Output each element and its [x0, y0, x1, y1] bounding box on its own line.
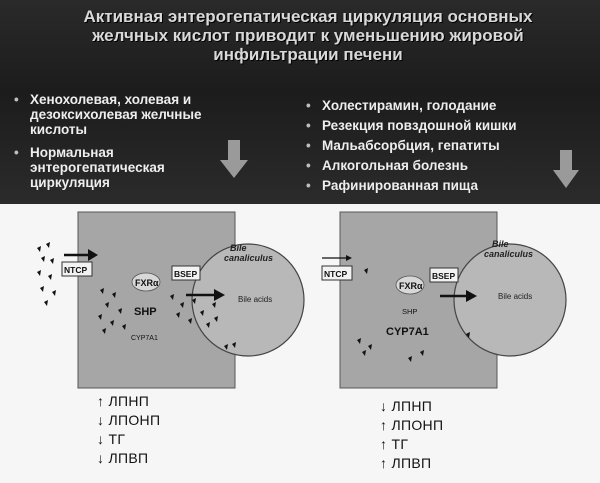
trend-arrow-icon: ↑ — [380, 417, 388, 433]
trend-arrow-icon: ↑ — [380, 436, 388, 452]
right-condition-text: Рафинированная пища — [322, 178, 478, 193]
left-condition-item: • Нормальная энтерогепатическая циркуляци… — [10, 145, 235, 190]
trend-arrow-icon: ↑ — [380, 455, 388, 471]
bullet-icon: • — [306, 158, 311, 173]
lipid-label: ЛПВП — [108, 450, 149, 466]
right-condition-item: • Рафинированная пища — [302, 178, 592, 193]
lipid-outcome-item: ↑ ТГ — [380, 435, 443, 454]
lipid-label: ТГ — [108, 431, 126, 447]
down-arrow-icon — [553, 150, 579, 188]
trend-arrow-icon: ↓ — [97, 450, 105, 466]
trend-arrow-icon: ↓ — [97, 431, 105, 447]
lipid-outcome-item: ↓ ТГ — [97, 430, 160, 449]
lipid-outcome-item: ↑ ЛПВП — [380, 454, 443, 473]
trend-arrow-icon: ↓ — [97, 412, 105, 428]
lipid-label: ЛПОНП — [108, 412, 161, 428]
trend-arrow-icon: ↑ — [97, 393, 105, 409]
left-condition-list: • Хенохолевая, холевая и дезоксихолевая ж… — [10, 92, 235, 198]
lipid-outcome-item: ↓ ЛПВП — [97, 449, 160, 468]
lipid-outcome-item: ↓ ЛПНП — [380, 397, 443, 416]
right-condition-text: Мальабсорбция, гепатиты — [322, 138, 500, 153]
right-condition-item: • Резекция повздошной кишки — [302, 118, 592, 133]
right-condition-item: • Алкогольная болезнь — [302, 158, 592, 173]
right-condition-text: Алкогольная болезнь — [322, 158, 468, 173]
right-condition-item: • Мальабсорбция, гепатиты — [302, 138, 592, 153]
bullet-icon: • — [14, 92, 19, 107]
right-condition-text: Резекция повздошной кишки — [322, 118, 517, 133]
diagram-area — [0, 204, 600, 483]
lipid-outcome-item: ↑ ЛПОНП — [380, 416, 443, 435]
trend-arrow-icon: ↓ — [380, 398, 388, 414]
left-lipid-outcomes: ↑ ЛПНП ↓ ЛПОНП ↓ ТГ ↓ ЛПВП — [97, 392, 160, 468]
bullet-icon: • — [14, 145, 19, 160]
lipid-label: ЛПНП — [108, 393, 150, 409]
lipid-outcome-item: ↑ ЛПНП — [97, 392, 160, 411]
header-panel: Активная энтерогепатическая циркуляция о… — [0, 0, 600, 204]
bullet-icon: • — [306, 178, 311, 193]
lipid-outcome-item: ↓ ЛПОНП — [97, 411, 160, 430]
left-condition-text: Хенохолевая, холевая и дезоксихолевая же… — [30, 92, 202, 137]
right-lipid-outcomes: ↓ ЛПНП ↑ ЛПОНП ↑ ТГ ↑ ЛПВП — [380, 397, 443, 473]
right-condition-text: Холестирамин, голодание — [322, 98, 497, 113]
bullet-icon: • — [306, 138, 311, 153]
lipid-label: ЛПОНП — [391, 417, 444, 433]
right-condition-list: • Холестирамин, голодание • Резекция повзд… — [302, 98, 592, 198]
left-condition-text: Нормальная энтерогепатическая циркуляция — [30, 145, 165, 190]
lipid-label: ЛПНП — [391, 398, 433, 414]
bullet-icon: • — [306, 118, 311, 133]
left-condition-item: • Хенохолевая, холевая и дезоксихолевая ж… — [10, 92, 235, 137]
bullet-icon: • — [306, 98, 311, 113]
right-condition-item: • Холестирамин, голодание — [302, 98, 592, 113]
lipid-label: ТГ — [391, 436, 409, 452]
down-arrow-icon — [220, 140, 248, 178]
slide-title: Активная энтерогепатическая циркуляция о… — [83, 7, 533, 64]
lipid-label: ЛПВП — [391, 455, 432, 471]
